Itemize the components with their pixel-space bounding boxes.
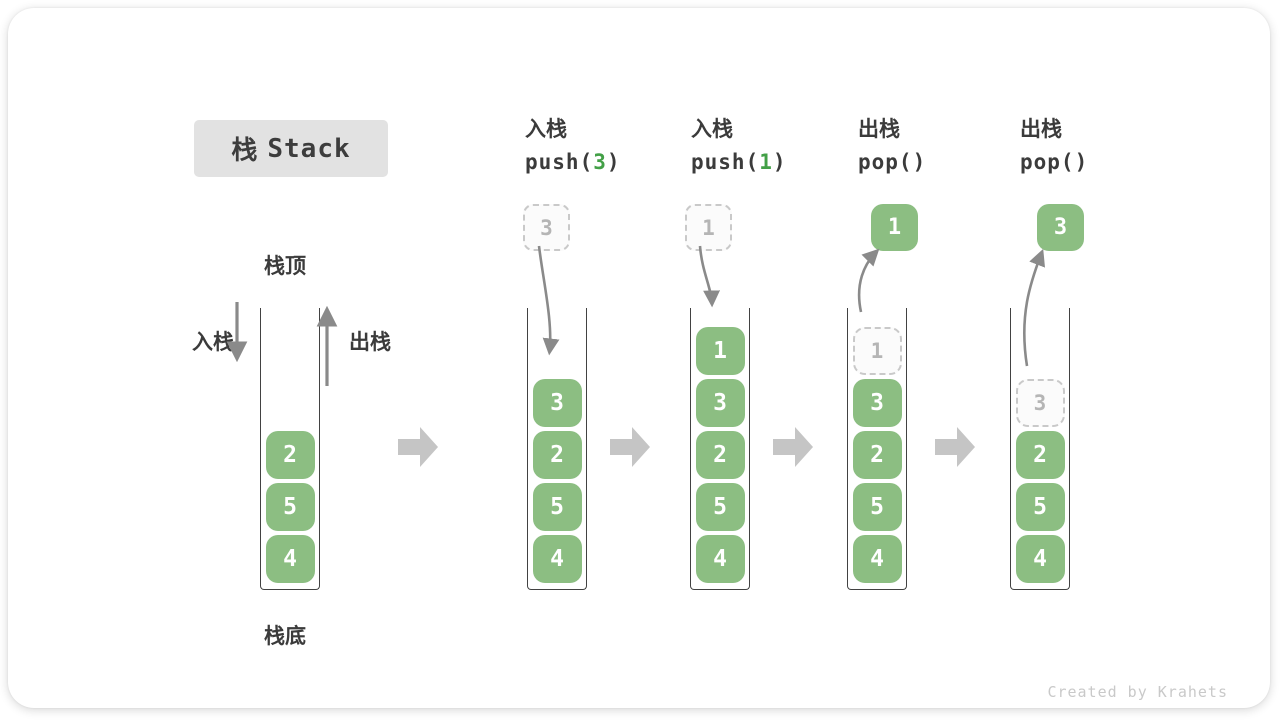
code-post: ) bbox=[772, 150, 787, 174]
stack-cell: 4 bbox=[852, 535, 902, 583]
op-header-push3: 入栈 push(3) bbox=[525, 113, 685, 174]
stack-after-push1: 4 5 2 3 1 bbox=[690, 308, 750, 590]
stack-cell: 2 bbox=[695, 431, 745, 479]
op-name: 入栈 bbox=[525, 118, 567, 141]
stack-cell: 3 bbox=[532, 379, 582, 427]
title-zh: 栈 bbox=[231, 135, 258, 165]
code-pre: push( bbox=[525, 150, 594, 174]
stack-after-pop3: 4 5 2 3 bbox=[1010, 308, 1070, 590]
label-push: 入栈 bbox=[192, 331, 234, 354]
title-en: Stack bbox=[267, 133, 351, 164]
stack-cell: 4 bbox=[265, 535, 315, 583]
code-pre: pop() bbox=[858, 150, 927, 174]
stack-cell: 4 bbox=[1015, 535, 1065, 583]
op-header-pop-2: 出栈 pop() bbox=[1020, 113, 1180, 174]
label-pop: 出栈 bbox=[349, 331, 391, 354]
op-code: push(3) bbox=[525, 150, 685, 174]
stack-cell: 4 bbox=[532, 535, 582, 583]
op-name: 出栈 bbox=[858, 118, 900, 141]
stack-cell: 2 bbox=[852, 431, 902, 479]
stack-cell: 3 bbox=[695, 379, 745, 427]
stack-cell: 2 bbox=[532, 431, 582, 479]
watermark: Created by Krahets bbox=[1047, 683, 1228, 701]
op-name: 入栈 bbox=[691, 118, 733, 141]
popped-value-box-3: 3 bbox=[1037, 204, 1084, 251]
label-stack-bottom: 栈底 bbox=[264, 625, 306, 648]
code-arg: 3 bbox=[593, 150, 607, 174]
stack-cell-ghost: 1 bbox=[852, 327, 902, 375]
pending-push-box-3: 3 bbox=[523, 204, 570, 251]
stack-after-pop1: 4 5 2 3 1 bbox=[847, 308, 907, 590]
stack-cell: 5 bbox=[265, 483, 315, 531]
code-pre: push( bbox=[691, 150, 760, 174]
diagram-card: 栈 Stack 栈顶 栈底 入栈 出栈 入栈 push(3) 入栈 push(1… bbox=[8, 8, 1270, 708]
stack-cell: 4 bbox=[695, 535, 745, 583]
code-pre: pop() bbox=[1020, 150, 1089, 174]
title-badge: 栈 Stack bbox=[194, 120, 388, 177]
stack-cell: 5 bbox=[532, 483, 582, 531]
pending-push-box-1: 1 bbox=[685, 204, 732, 251]
label-stack-top: 栈顶 bbox=[264, 255, 306, 278]
stack-initial: 4 5 2 bbox=[260, 308, 320, 590]
op-code: pop() bbox=[858, 150, 1018, 174]
stack-cell: 2 bbox=[1015, 431, 1065, 479]
popped-value-box-1: 1 bbox=[871, 204, 918, 251]
stack-cell: 2 bbox=[265, 431, 315, 479]
code-post: ) bbox=[606, 150, 621, 174]
stack-cell-ghost: 3 bbox=[1015, 379, 1065, 427]
op-code: push(1) bbox=[691, 150, 851, 174]
code-arg: 1 bbox=[759, 150, 773, 174]
op-header-pop-1: 出栈 pop() bbox=[858, 113, 1018, 174]
stack-cell: 1 bbox=[695, 327, 745, 375]
stack-cell: 5 bbox=[695, 483, 745, 531]
stack-cell: 5 bbox=[1015, 483, 1065, 531]
stack-after-push3: 4 5 2 3 bbox=[527, 308, 587, 590]
stack-cell: 5 bbox=[852, 483, 902, 531]
op-code: pop() bbox=[1020, 150, 1180, 174]
stack-cell: 3 bbox=[852, 379, 902, 427]
op-name: 出栈 bbox=[1020, 118, 1062, 141]
op-header-push1: 入栈 push(1) bbox=[691, 113, 851, 174]
